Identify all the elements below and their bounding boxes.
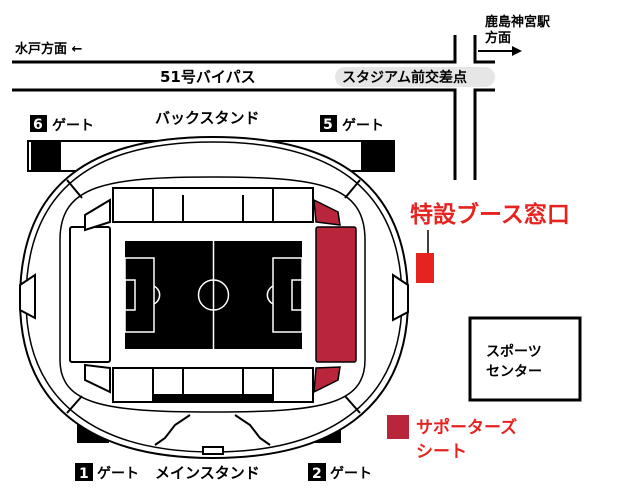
gate-1-label: ゲート [97,465,139,482]
sports-center [468,316,582,402]
left-stand [69,226,111,363]
stadium [18,135,410,460]
sports-center-line2: センター [486,364,542,380]
pitch [124,241,303,349]
intersection-badge [335,67,495,87]
gate-1-number: 1 [79,466,89,482]
mito-direction-label: 水戸方面 ← [15,41,83,57]
gate-2-badge [308,463,326,481]
supporter-seats [313,198,357,394]
back-stand-label: バックスタンド [155,109,260,127]
gate-6-label: ゲート [52,117,94,134]
gate-5-number: 5 [323,117,333,133]
booth-marker [416,253,434,283]
kashima-station-label: 鹿島神宮駅 [485,14,551,30]
booth-label: 特設ブース窓口 [410,201,570,228]
gate-5-label: ゲート [342,117,384,134]
intersection-label: スタジアム前交差点 [342,69,467,86]
gate-6-number: 6 [33,117,43,133]
roads [12,35,512,180]
main-stand-label: メインスタンド [155,464,260,482]
gate-2-number: 2 [312,466,322,482]
route-51-label: 51号バイパス [160,68,256,86]
kashima-direction-label: 方面 [485,30,511,46]
gate-1-badge [75,463,93,481]
gate-5-badge [320,115,337,132]
supporter-legend-line2: シート [416,442,467,462]
arrow-right-icon [512,46,522,56]
gate-2-label: ゲート [330,465,372,482]
supporter-legend-line1: サポーターズ [416,417,517,438]
supporter-legend-swatch [387,415,409,439]
gate-6-badge [30,115,47,132]
sports-center-line1: スポーツ [486,343,542,360]
